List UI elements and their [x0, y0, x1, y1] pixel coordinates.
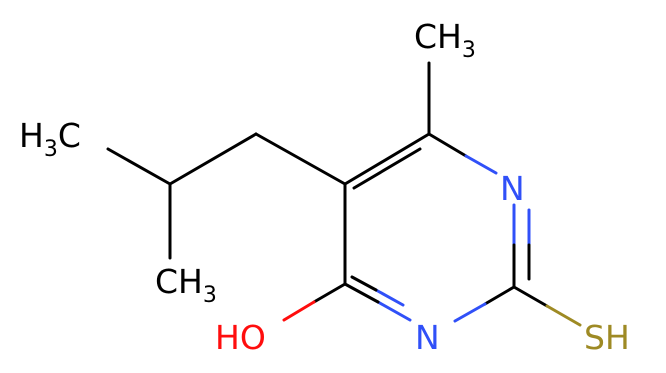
bond-c4-o-o: [282, 300, 316, 322]
methyl-left-label: H3C: [19, 116, 81, 162]
bond-c6-n1: [427, 132, 468, 158]
bonds: [106, 61, 582, 327]
methyl-bottom-label: CH3: [155, 262, 217, 308]
bond-c2-s: [512, 285, 549, 308]
bond-c6-n1-n: [464, 154, 498, 175]
bond-ch2-ch: [168, 132, 258, 186]
nitrogen-bottom-label: N: [415, 318, 440, 357]
bond-c2-s-s: [545, 304, 582, 327]
bond-c6-c5: [343, 132, 431, 186]
hydroxyl-label: HO: [215, 318, 266, 357]
bond-c6-c5-inner: [352, 147, 422, 190]
atom-labels: CH3 H3C CH3 N N HO SH: [19, 17, 630, 357]
bond-c2-n3: [483, 285, 516, 306]
bond-n3-c4-inner: [350, 275, 378, 292]
thiol-label: SH: [584, 318, 630, 357]
bond-n3-c4-n: [376, 300, 412, 322]
bond-c2-n3-n: [453, 302, 487, 323]
nitrogen-top-label: N: [500, 169, 525, 208]
methyl-top-label: CH3: [414, 17, 476, 63]
bond-c4-o: [312, 282, 347, 304]
bond-ch-methyl-left: [106, 147, 172, 186]
bond-c5-ch2: [254, 132, 347, 186]
bond-n3-c4-inner-n: [374, 288, 405, 307]
bond-n3-c4: [343, 282, 380, 304]
